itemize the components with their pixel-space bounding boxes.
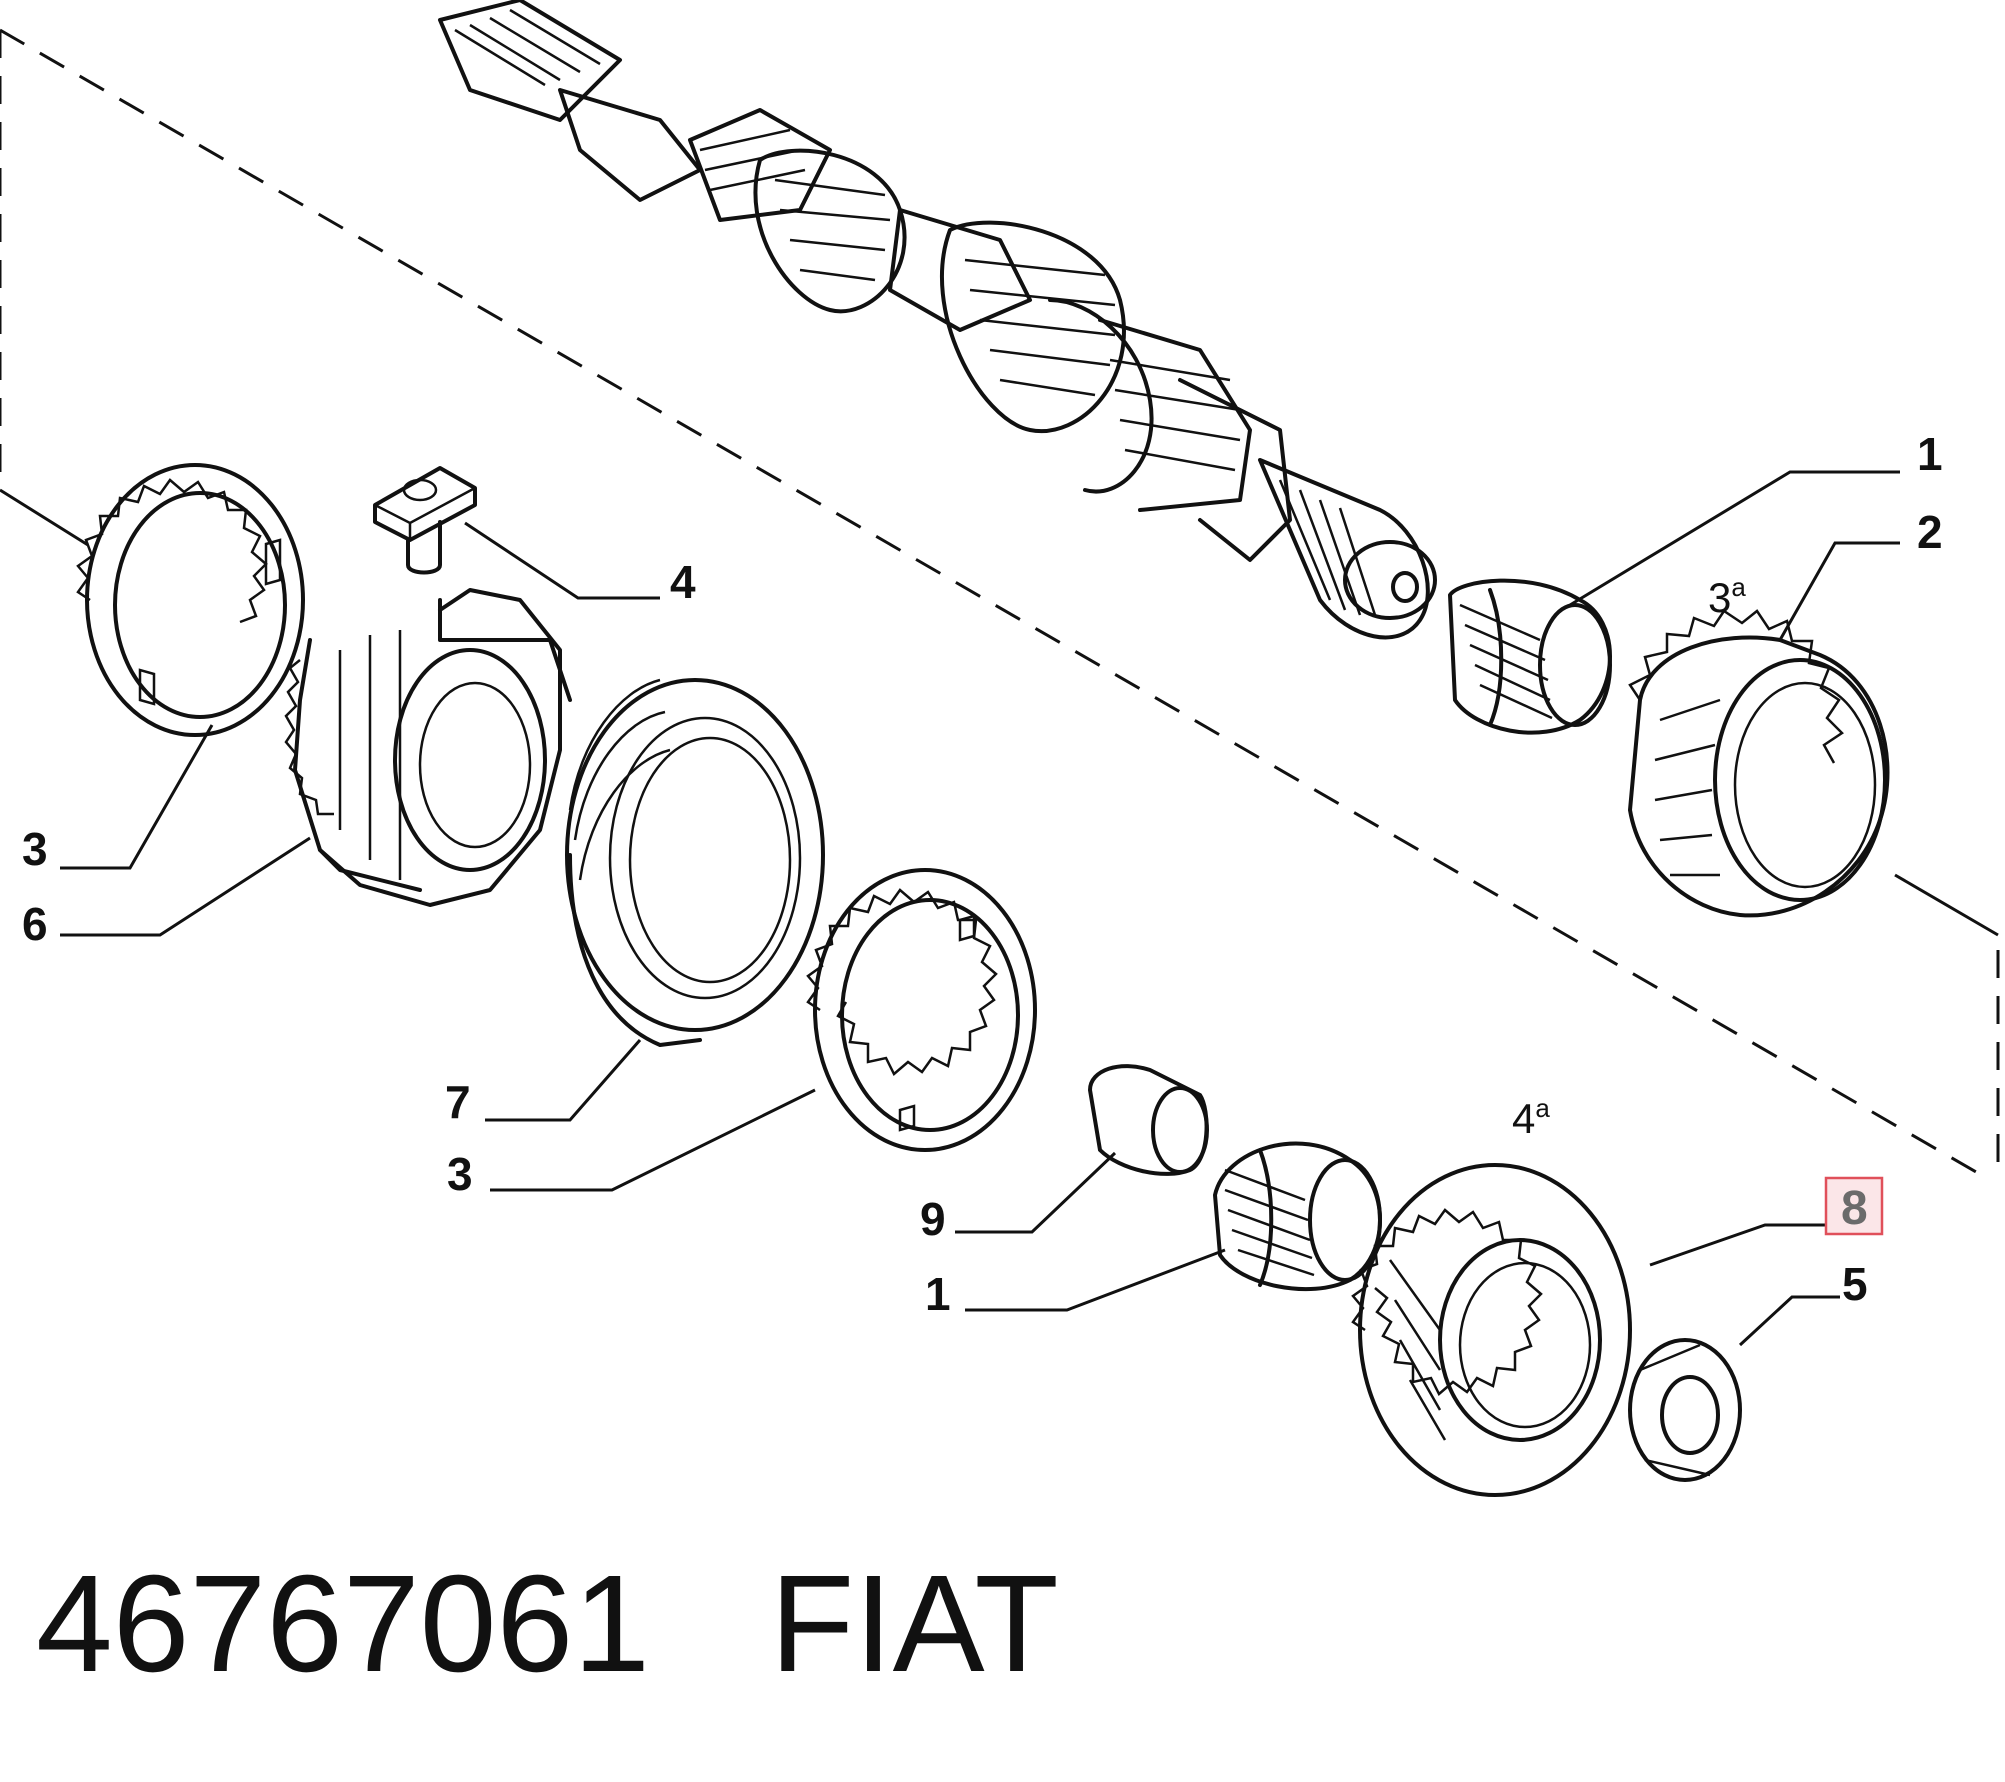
needle-bearing-lower bbox=[1213, 1141, 1382, 1292]
callout-2: 2 bbox=[1917, 506, 1943, 558]
synchro-ring-middle bbox=[806, 868, 1037, 1152]
fourth-gear bbox=[1351, 1163, 1632, 1497]
brand-name: FIAT bbox=[770, 1547, 1059, 1701]
callout-6: 6 bbox=[22, 898, 48, 950]
synchro-ring-left bbox=[76, 463, 305, 737]
main-shaft bbox=[438, 0, 1437, 640]
callout-8-highlighted[interactable]: 8 bbox=[1824, 1176, 1884, 1236]
assembly-dashed-outline bbox=[0, 28, 2000, 1182]
synchro-sleeve bbox=[565, 678, 825, 1047]
part-number: 46767061 bbox=[36, 1547, 650, 1701]
callout-5: 5 bbox=[1842, 1258, 1868, 1310]
callout-4: 4 bbox=[670, 556, 696, 608]
synchro-hub bbox=[284, 588, 572, 907]
callout-1-lower: 1 bbox=[925, 1268, 951, 1320]
fourth-gear-label: 4a bbox=[1512, 1093, 1550, 1142]
callout-9: 9 bbox=[920, 1193, 946, 1245]
third-gear bbox=[1628, 609, 1890, 918]
footer-caption: 46767061 FIAT bbox=[36, 1545, 1179, 1704]
third-gear-label: 3a bbox=[1708, 572, 1746, 621]
synchro-key bbox=[373, 466, 477, 575]
thrust-washer bbox=[1628, 1338, 1742, 1482]
needle-bearing-upper bbox=[1448, 578, 1612, 735]
callout-8: 8 bbox=[1841, 1182, 1868, 1235]
callout-3-left: 3 bbox=[22, 823, 48, 875]
callout-3-middle: 3 bbox=[447, 1148, 473, 1200]
callout-7: 7 bbox=[445, 1076, 471, 1128]
callout-1-upper: 1 bbox=[1917, 428, 1943, 480]
leader-lines bbox=[60, 470, 1900, 1347]
bushing bbox=[1088, 1064, 1209, 1176]
